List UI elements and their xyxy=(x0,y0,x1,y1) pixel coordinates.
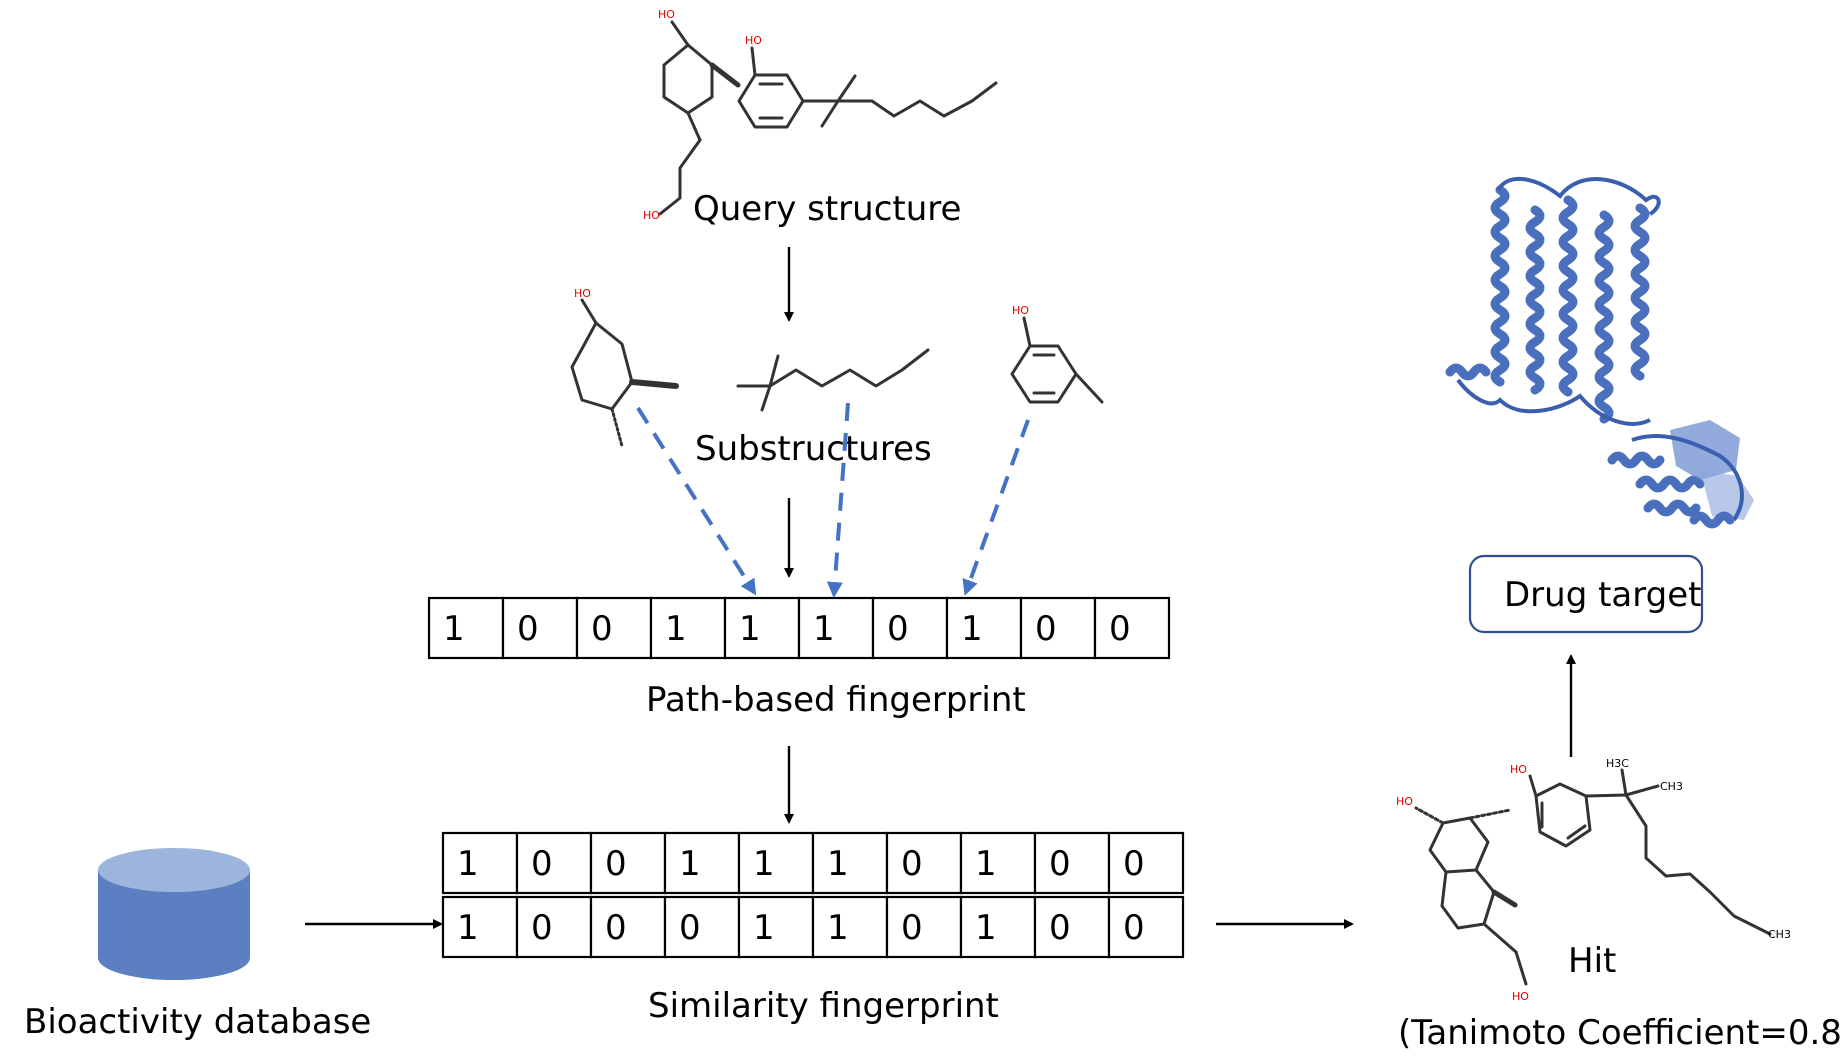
atom-label: HO xyxy=(574,287,591,300)
atom-label: HO xyxy=(1510,763,1527,776)
fingerprint-bit-value: 1 xyxy=(753,844,775,884)
fingerprint-bit-value: 1 xyxy=(665,609,687,649)
fingerprint-bit-value: 0 xyxy=(531,908,553,948)
fingerprint-bit-value: 0 xyxy=(605,908,627,948)
similarity-fingerprint-label: Similarity fingerprint xyxy=(648,986,999,1026)
bioactivity-database-label: Bioactivity database xyxy=(24,1002,371,1042)
fingerprint-bit-cell xyxy=(737,831,815,895)
atom-label: HO xyxy=(643,209,660,222)
drug-target-box xyxy=(1468,554,1704,634)
fingerprint-bit-cell xyxy=(811,895,889,959)
atom-label: HO xyxy=(1012,304,1029,317)
fingerprint-bit-value: 1 xyxy=(813,609,835,649)
atom-label: CH3 xyxy=(1660,780,1683,793)
fingerprint-bit-value: 0 xyxy=(531,844,553,884)
fingerprint-bit-value: 0 xyxy=(1049,844,1071,884)
atom-label: CH3 xyxy=(1768,928,1791,941)
database-icon xyxy=(98,848,250,980)
fingerprint-bit-cell xyxy=(811,831,889,895)
atom-label: HO xyxy=(1396,795,1413,808)
fingerprint-bit-cell xyxy=(885,831,963,895)
fingerprint-bit-cell xyxy=(945,596,1023,660)
fingerprint-bit-cell xyxy=(501,596,579,660)
fingerprint-bit-value: 0 xyxy=(1109,609,1131,649)
fingerprint-bit-cell xyxy=(1107,895,1185,959)
substructure-phenol: HO xyxy=(1010,304,1104,404)
fingerprint-bit-value: 0 xyxy=(679,908,701,948)
hit-molecule: HO HO HO H3C CH3 CH3 xyxy=(1396,757,1791,1003)
path-fingerprint-label: Path-based fingerprint xyxy=(646,680,1026,720)
fingerprint-bit-cell xyxy=(589,831,667,895)
fingerprint-bit-value: 1 xyxy=(975,844,997,884)
fingerprint-bit-value: 0 xyxy=(1123,908,1145,948)
fingerprint-bit-value: 0 xyxy=(605,844,627,884)
fingerprint-bit-value: 1 xyxy=(827,844,849,884)
fingerprint-bit-cell xyxy=(441,831,519,895)
substructure-cyclohexane: HO xyxy=(570,287,679,448)
substructure-alkyl-chain xyxy=(736,348,930,412)
fingerprint-bit-cell xyxy=(1107,831,1185,895)
similarity-fingerprint-database-row: 1 0 0 0 1 1 0 1 0 0 xyxy=(441,895,1185,959)
atom-label: H3C xyxy=(1606,757,1629,770)
fingerprint-bit-cell xyxy=(649,596,727,660)
fingerprint-bit-value: 0 xyxy=(901,844,923,884)
similarity-fingerprint-query-row: 1 0 0 1 1 1 0 1 0 0 xyxy=(441,831,1185,895)
fingerprint-bit-cell xyxy=(1033,831,1111,895)
fingerprint-bit-value: 0 xyxy=(887,609,909,649)
fingerprint-bit-value: 1 xyxy=(679,844,701,884)
mapping-arrow xyxy=(962,419,1030,596)
fingerprint-bit-cell xyxy=(723,596,801,660)
fingerprint-bit-cell xyxy=(959,831,1037,895)
substructures-label: Substructures xyxy=(695,429,932,469)
fingerprint-bit-value: 1 xyxy=(443,609,465,649)
fingerprint-bit-value: 1 xyxy=(457,844,479,884)
fingerprint-bit-value: 0 xyxy=(591,609,613,649)
atom-label: HO xyxy=(745,34,762,47)
fingerprint-bit-cell xyxy=(959,895,1037,959)
query-structure-label: Query structure xyxy=(693,189,961,229)
fingerprint-bit-cell xyxy=(1033,895,1111,959)
mapping-arrow xyxy=(826,402,850,598)
tanimoto-coefficient-label: (Tanimoto Coefficient=0.85) xyxy=(1398,1013,1842,1053)
hit-label: Hit xyxy=(1568,941,1616,981)
fingerprint-bit-cell xyxy=(1093,596,1171,660)
fingerprint-bit-value: 0 xyxy=(1035,609,1057,649)
fingerprint-bit-cell xyxy=(515,895,593,959)
fingerprint-bit-cell xyxy=(441,895,519,959)
fingerprint-bit-value: 0 xyxy=(517,609,539,649)
fingerprint-bit-value: 0 xyxy=(901,908,923,948)
protein-structure-icon xyxy=(1445,177,1754,529)
query-structure-molecule: HO HO HO xyxy=(643,8,998,222)
fingerprint-bit-cell xyxy=(575,596,653,660)
fingerprint-bit-cell xyxy=(515,831,593,895)
fingerprint-bit-value: 1 xyxy=(961,609,983,649)
fingerprint-bit-value: 1 xyxy=(739,609,761,649)
fingerprint-bit-value: 1 xyxy=(457,908,479,948)
drug-target-label: Drug target xyxy=(1504,575,1701,615)
mapping-arrow xyxy=(636,406,757,596)
fingerprint-bit-cell xyxy=(663,831,741,895)
fingerprint-bit-value: 0 xyxy=(1123,844,1145,884)
fingerprint-bit-value: 1 xyxy=(975,908,997,948)
fingerprint-bit-value: 1 xyxy=(827,908,849,948)
fingerprint-bit-cell xyxy=(797,596,875,660)
fingerprint-bit-value: 0 xyxy=(1049,908,1071,948)
fingerprint-bit-cell xyxy=(1019,596,1097,660)
fingerprint-bit-cell xyxy=(737,895,815,959)
fingerprint-bit-cell xyxy=(871,596,949,660)
fingerprint-bit-cell xyxy=(589,895,667,959)
atom-label: HO xyxy=(1512,990,1529,1003)
fingerprint-bit-cell xyxy=(663,895,741,959)
fingerprint-bit-cell xyxy=(427,596,505,660)
path-based-fingerprint: 1 0 0 1 1 1 0 1 0 0 xyxy=(427,596,1171,660)
fingerprint-bit-value: 1 xyxy=(753,908,775,948)
fingerprint-bit-cell xyxy=(885,895,963,959)
atom-label: HO xyxy=(658,8,675,21)
